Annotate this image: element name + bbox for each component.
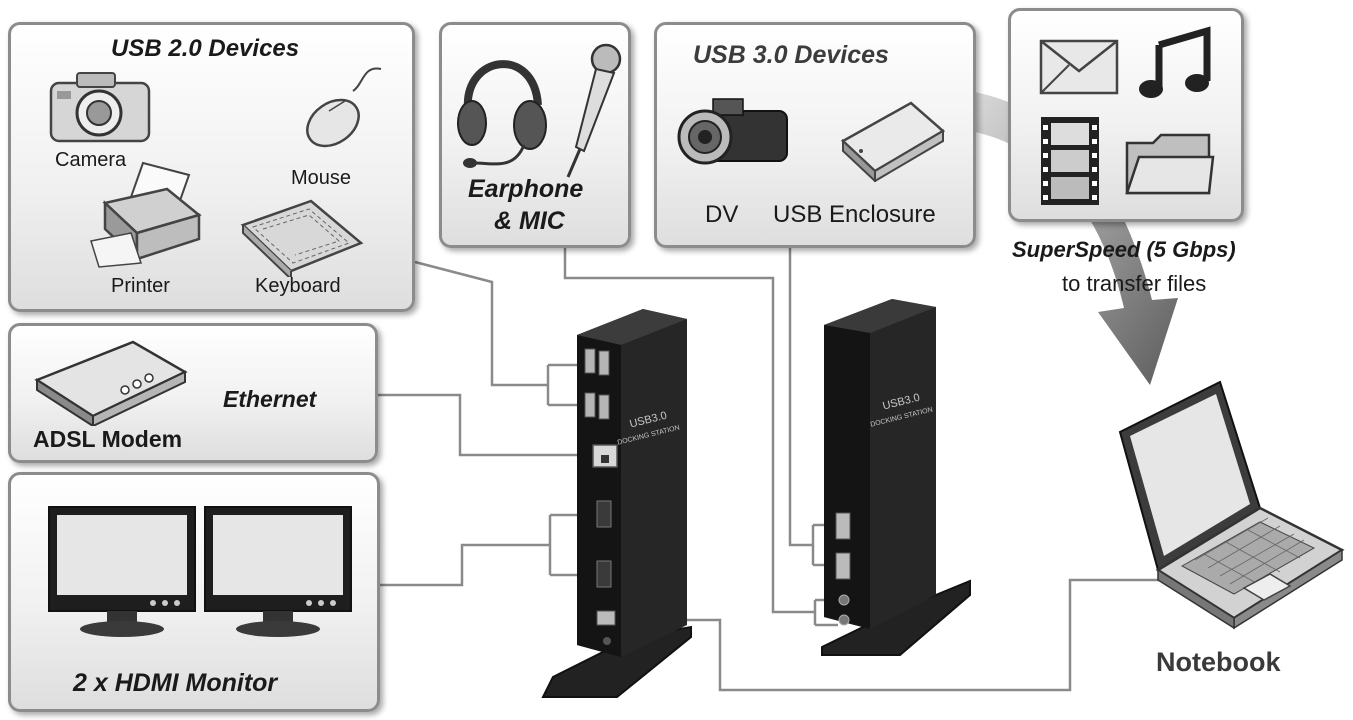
- camera-label: Camera: [55, 149, 127, 171]
- mic-title: & MIC: [494, 207, 565, 235]
- hard-drive-icon: [840, 101, 946, 182]
- mouse-icon: [306, 67, 382, 148]
- mouse-label: Mouse: [291, 167, 352, 189]
- microphone-icon: [566, 43, 622, 178]
- dv-label: DV: [705, 201, 739, 228]
- ethernet-panel: Ethernet ADSL Modem: [8, 323, 378, 463]
- keyboard-icon: [240, 199, 364, 277]
- notebook-label: Notebook: [1156, 647, 1281, 677]
- usb2-title: USB 2.0 Devices: [111, 35, 300, 62]
- keyboard-label: Keyboard: [255, 275, 341, 297]
- envelope-icon: [1039, 39, 1119, 95]
- printer-label: Printer: [111, 275, 170, 297]
- transfer-files-label: to transfer files: [1062, 271, 1207, 296]
- hdmi-line: [380, 543, 550, 587]
- ethernet-line: [378, 393, 595, 457]
- usb3-line: [788, 248, 813, 547]
- superspeed-arrow: [975, 92, 1178, 385]
- monitor-icon: [48, 506, 196, 637]
- camera-icon: [49, 72, 151, 143]
- earphone-mic-panel: Earphone & MIC: [439, 22, 631, 248]
- headphones-icon: [457, 60, 547, 168]
- usb-enclosure-label: USB Enclosure: [773, 201, 936, 228]
- music-note-icon: [1139, 26, 1211, 98]
- files-panel: [1008, 8, 1244, 222]
- audio-line: [563, 248, 815, 614]
- usb2-devices-panel: USB 2.0 Devices Camera Mouse Printer: [8, 22, 415, 312]
- earphone-title: Earphone: [468, 175, 584, 203]
- laptop-icon: [1118, 380, 1345, 630]
- notebook-line: [600, 578, 1190, 692]
- camcorder-icon: [677, 98, 788, 165]
- folder-icon: [1125, 133, 1215, 195]
- docking-station-front: USB3.0 DOCKING STATION: [541, 309, 692, 698]
- modem-icon: [34, 340, 188, 426]
- hdmi-monitor-panel: 2 x HDMI Monitor: [8, 472, 380, 712]
- usb2-line: [414, 260, 548, 387]
- superspeed-label: SuperSpeed (5 Gbps): [1012, 237, 1236, 262]
- docking-station-back: USB3.0 DOCKING STATION: [821, 299, 971, 656]
- usb3-devices-panel: USB 3.0 Devices DV USB Enclosure: [654, 22, 976, 248]
- monitor-icon: [204, 506, 352, 637]
- film-strip-icon: [1041, 117, 1099, 205]
- hdmi-monitor-title: 2 x HDMI Monitor: [73, 669, 278, 697]
- ethernet-title: Ethernet: [223, 386, 317, 412]
- adsl-modem-label: ADSL Modem: [33, 426, 183, 452]
- printer-icon: [90, 161, 202, 268]
- usb3-title: USB 3.0 Devices: [693, 41, 889, 69]
